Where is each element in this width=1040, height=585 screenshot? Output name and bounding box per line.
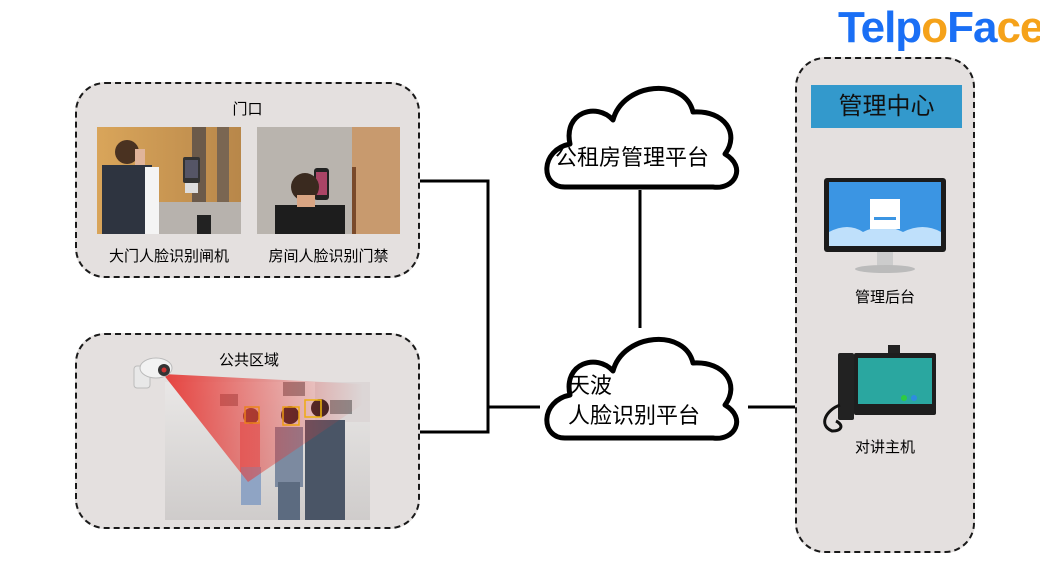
- rental-platform-cloud-icon: [544, 86, 740, 190]
- entrance-public-bus-line: [418, 179, 490, 434]
- logo-text-accent: o: [921, 3, 948, 52]
- camera-beam: [163, 374, 363, 482]
- gate-turnstile-label: 大门人脸识别闸机: [108, 247, 229, 265]
- public-area-title: 公共区域: [219, 351, 280, 369]
- logo-text-accent: ce: [996, 3, 1040, 52]
- surveillance-camera-icon: [133, 357, 173, 389]
- room-access-control-photo: [257, 127, 400, 234]
- face-platform-cloud-icon: [544, 337, 740, 441]
- entrance-group-title: 门口: [232, 100, 263, 118]
- logo-text-part: Fa: [947, 3, 997, 52]
- management-center-title: 管理中心: [811, 85, 962, 128]
- face-platform-label-line2: 人脸识别平台: [568, 404, 701, 429]
- room-access-label: 房间人脸识别门禁: [268, 247, 389, 265]
- admin-monitor-icon: [824, 178, 946, 273]
- intercom-host-label: 对讲主机: [854, 438, 915, 456]
- gate-turnstile-photo: [97, 127, 241, 234]
- intercom-host-icon: [823, 345, 936, 433]
- management-center-group: [795, 57, 975, 553]
- admin-backend-label: 管理后台: [854, 288, 915, 306]
- face-platform-label-line1: 天波: [568, 374, 613, 399]
- telpoface-logo: TelpoFace: [838, 2, 1040, 54]
- logo-text-part: Telp: [838, 3, 922, 52]
- rental-platform-label: 公租房管理平台: [555, 146, 710, 171]
